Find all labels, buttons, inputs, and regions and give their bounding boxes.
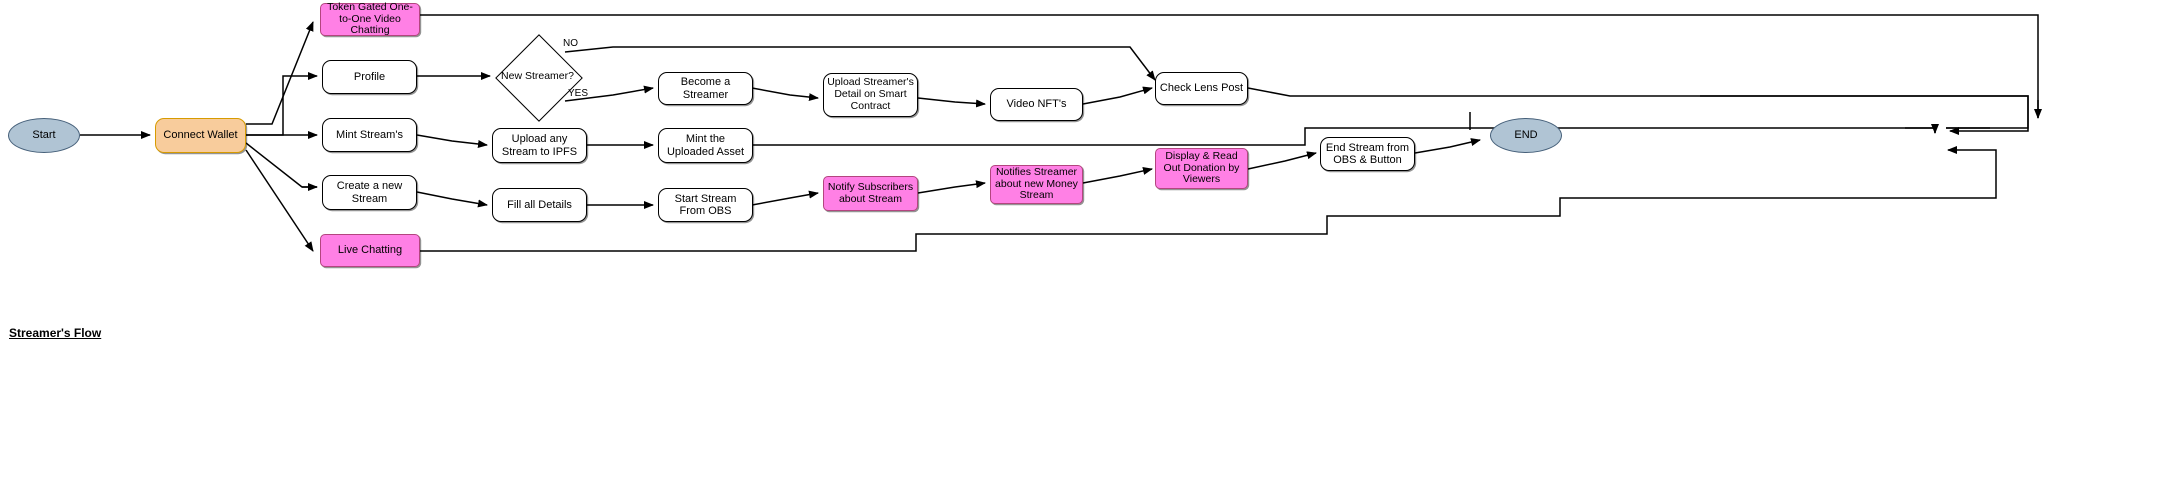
node-upload-stream-ipfs[interactable]: Upload any Stream to IPFS (492, 128, 587, 163)
node-create-new-stream[interactable]: Create a new Stream (322, 175, 417, 210)
edge-label-yes: YES (568, 88, 589, 99)
node-fill-all-details[interactable]: Fill all Details (492, 188, 587, 222)
node-video-nfts-label: Video NFT's (1006, 98, 1067, 111)
node-fill-all-details-label: Fill all Details (507, 198, 572, 211)
node-mint-streams[interactable]: Mint Stream's (322, 118, 417, 152)
node-display-donation[interactable]: Display & Read Out Donation by Viewers (1155, 148, 1248, 189)
node-connect-wallet-label: Connect Wallet (163, 129, 238, 142)
node-notify-subscribers-label: Notify Subscribers about Stream (827, 180, 914, 205)
node-notify-subscribers[interactable]: Notify Subscribers about Stream (823, 176, 918, 211)
node-profile-label: Profile (353, 70, 386, 83)
diagram-title: Streamer's Flow (9, 326, 102, 340)
node-check-lens-post-label: Check Lens Post (1159, 82, 1244, 95)
edge-label-no: NO (563, 38, 578, 49)
node-notifies-streamer-money-label: Notifies Streamer about new Money Stream (995, 165, 1078, 202)
node-mint-uploaded-asset-label: Mint the Uploaded Asset (666, 133, 745, 158)
node-end-stream-obs-button-label: End Stream from OBS & Button (1325, 141, 1410, 166)
node-notifies-streamer-money[interactable]: Notifies Streamer about new Money Stream (990, 165, 1083, 204)
node-start-stream-obs-label: Start Stream From OBS (674, 192, 737, 217)
node-start-stream-obs[interactable]: Start Stream From OBS (658, 188, 753, 222)
node-upload-streamer-detail-label: Upload Streamer's Detail on Smart Contra… (827, 76, 914, 112)
node-new-streamer-decision[interactable]: New Streamer? (494, 34, 583, 122)
node-end-label: END (1514, 129, 1538, 142)
node-profile[interactable]: Profile (322, 60, 417, 94)
node-video-nfts[interactable]: Video NFT's (990, 88, 1083, 121)
node-start[interactable]: Start (8, 118, 80, 153)
node-live-chatting-label: Live Chatting (337, 244, 403, 257)
node-end[interactable]: END (1490, 118, 1562, 153)
node-new-streamer-decision-label: New Streamer? (501, 70, 574, 83)
node-token-gated-video-chat-label: Token Gated One-to-One Video Chatting (327, 0, 413, 37)
node-live-chatting[interactable]: Live Chatting (320, 234, 420, 267)
node-mint-uploaded-asset[interactable]: Mint the Uploaded Asset (658, 128, 753, 163)
node-display-donation-label: Display & Read Out Donation by Viewers (1163, 149, 1240, 186)
node-end-stream-obs-button[interactable]: End Stream from OBS & Button (1320, 137, 1415, 171)
node-token-gated-video-chat[interactable]: Token Gated One-to-One Video Chatting (320, 0, 420, 37)
node-become-a-streamer[interactable]: Become a Streamer (658, 72, 753, 105)
node-create-new-stream-label: Create a new Stream (336, 180, 403, 205)
node-become-a-streamer-label: Become a Streamer (680, 76, 731, 101)
node-mint-streams-label: Mint Stream's (336, 128, 403, 141)
node-check-lens-post[interactable]: Check Lens Post (1155, 72, 1248, 105)
node-start-label: Start (32, 129, 56, 142)
node-upload-stream-ipfs-label: Upload any Stream to IPFS (501, 133, 578, 158)
node-connect-wallet[interactable]: Connect Wallet (155, 118, 246, 153)
node-upload-streamer-detail[interactable]: Upload Streamer's Detail on Smart Contra… (823, 73, 918, 117)
